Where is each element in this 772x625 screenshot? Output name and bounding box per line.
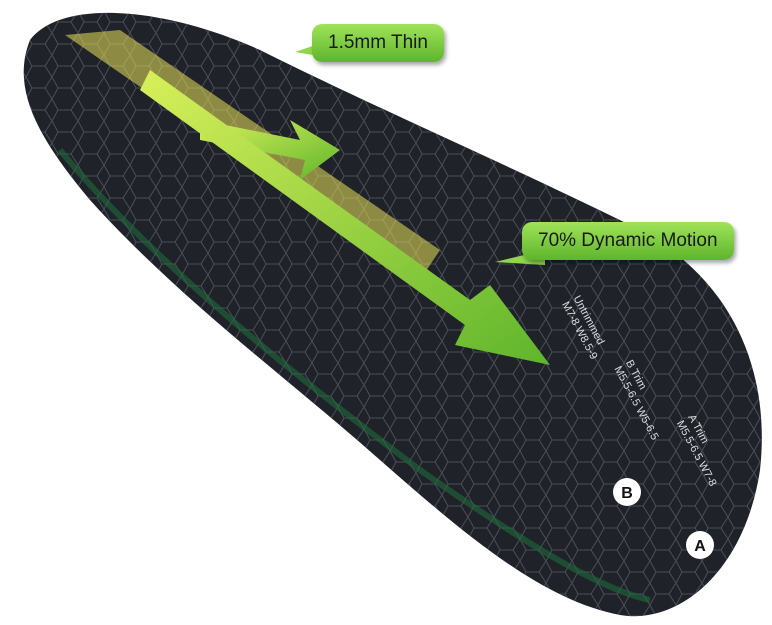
motion-arrow-main <box>140 70 550 365</box>
thin-callout: 1.5mm Thin <box>312 24 444 62</box>
motion-callout: 70% Dynamic Motion <box>522 222 734 260</box>
a-badge: A <box>686 531 714 559</box>
insole-body <box>23 12 762 617</box>
svg-text:A: A <box>694 538 706 555</box>
svg-text:B: B <box>621 485 633 502</box>
b-badge: B <box>613 478 641 506</box>
